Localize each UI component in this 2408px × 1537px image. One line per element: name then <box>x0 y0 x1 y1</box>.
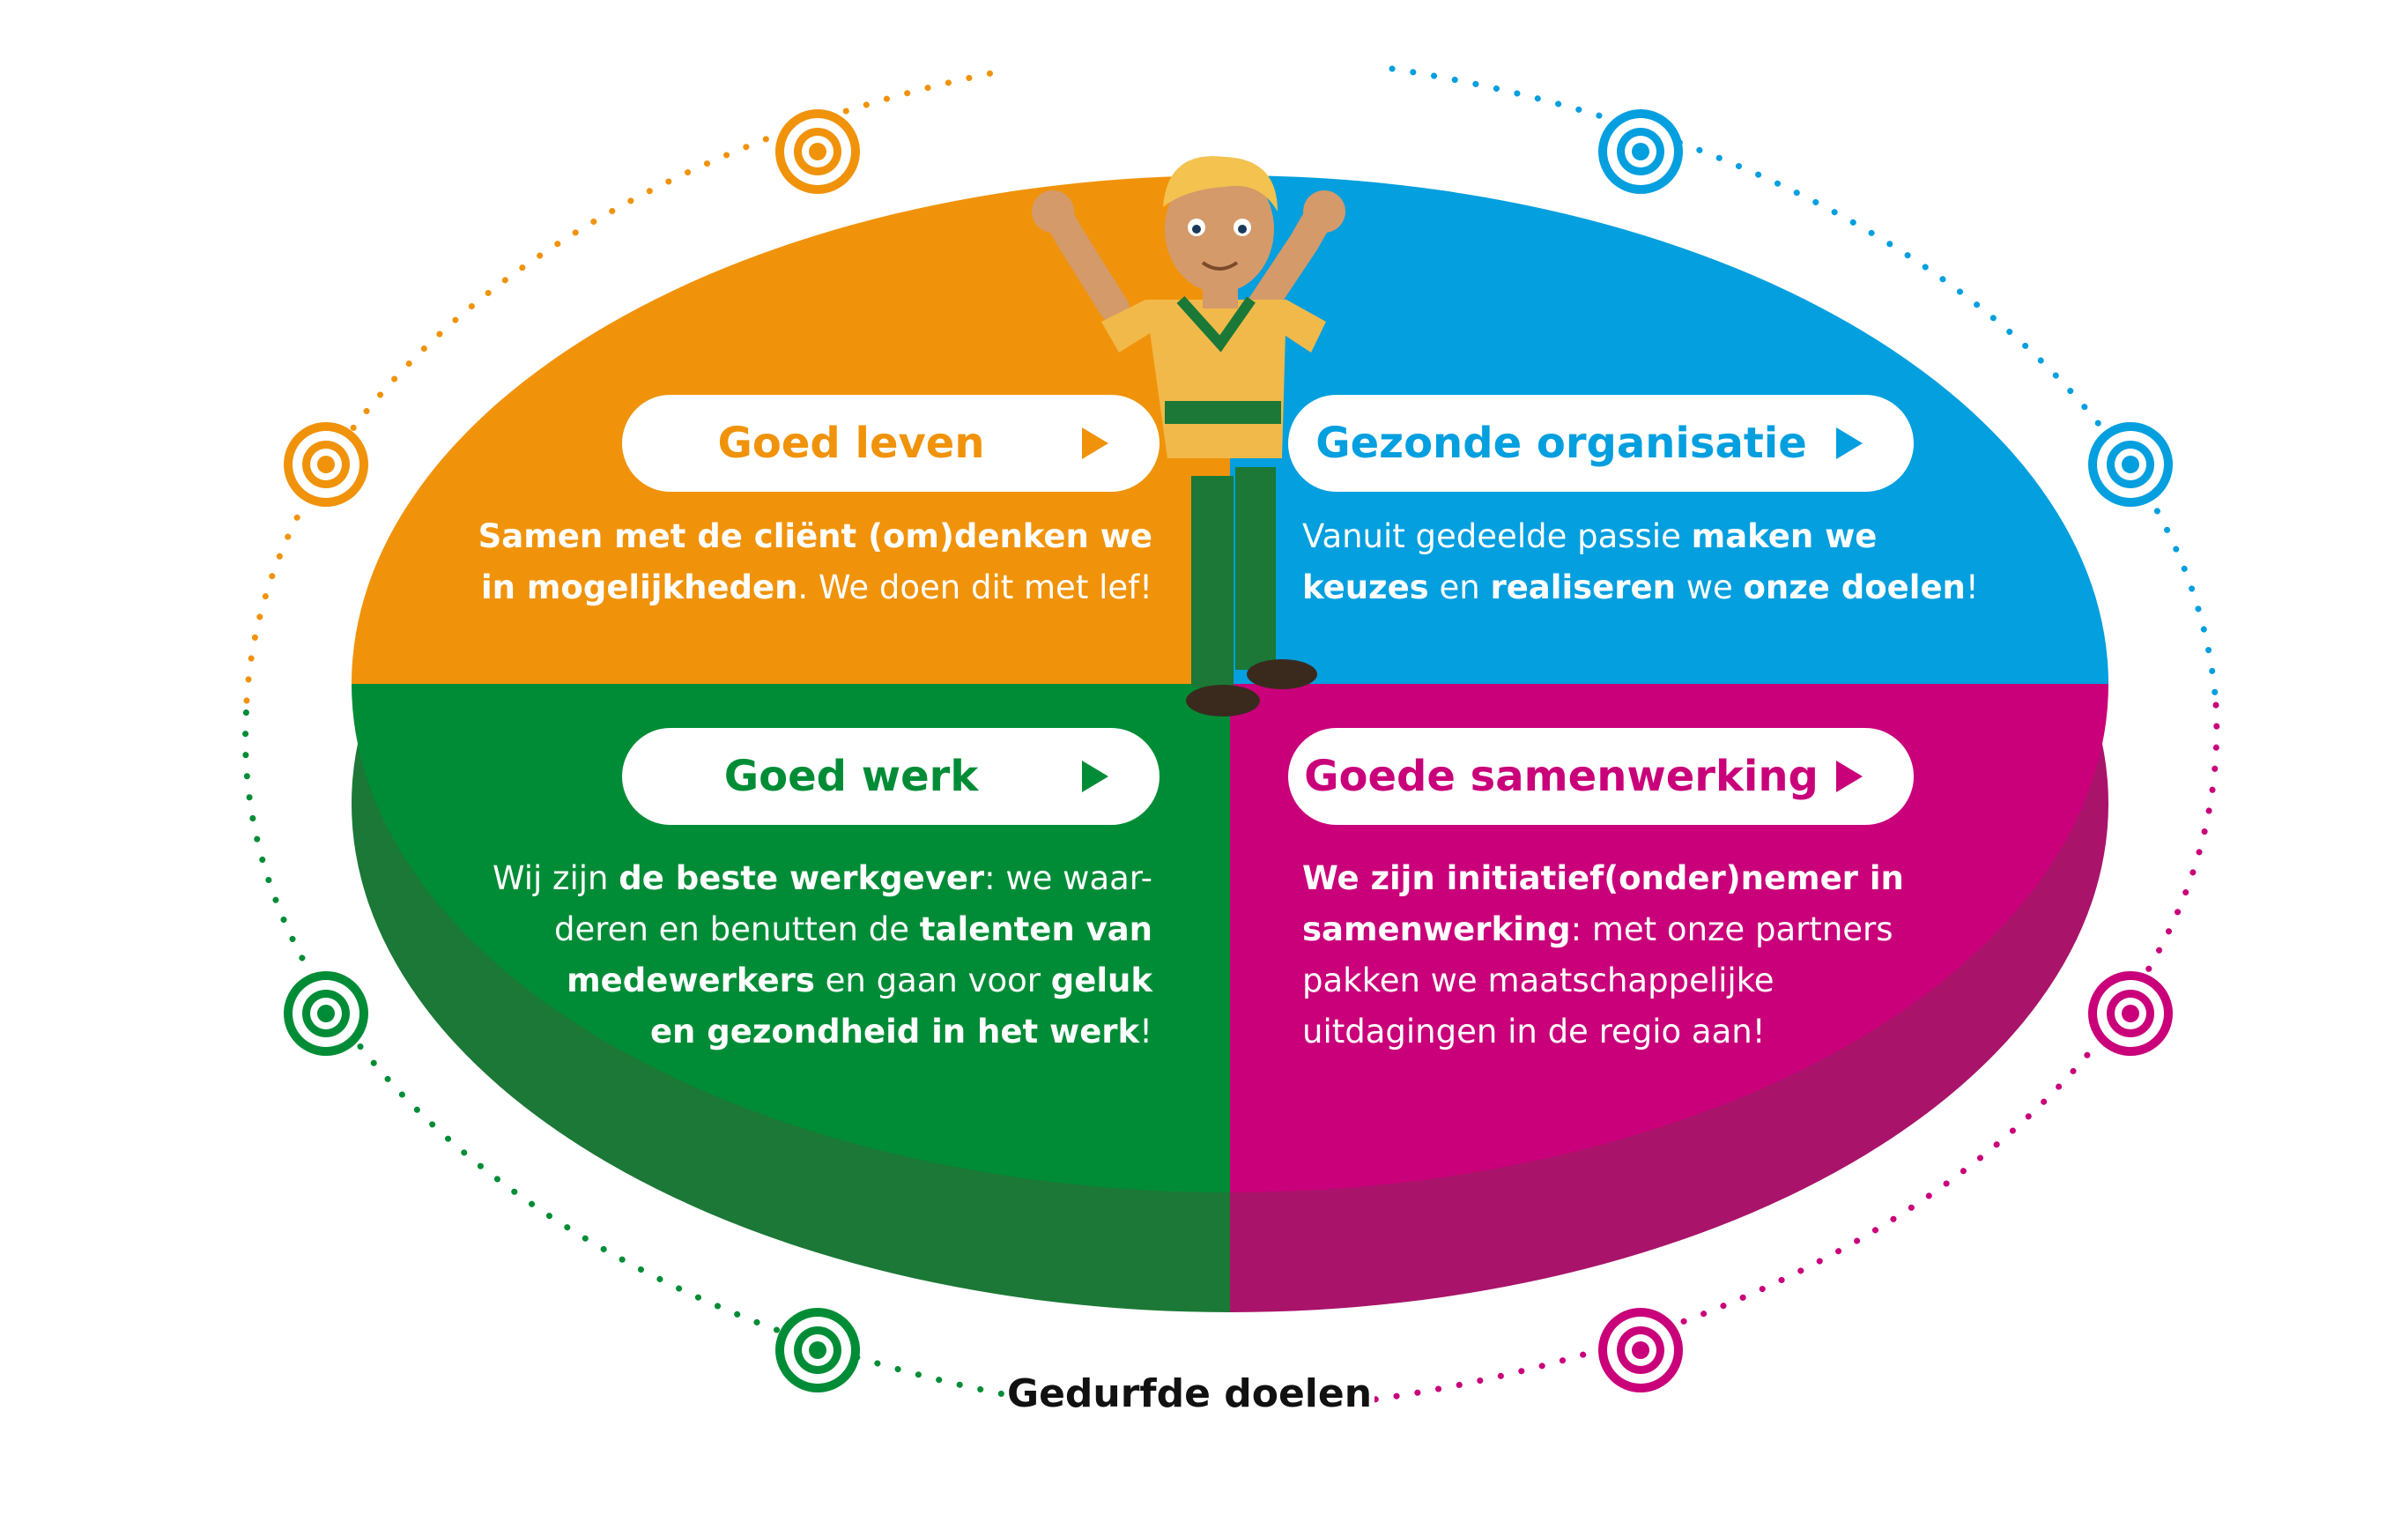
bold-text: in mogelijkheden <box>480 568 798 606</box>
target-icon-blue-top <box>1598 109 1683 194</box>
goede-samenwerking-description: We zijn initiatief(onder)nemer in samenwe… <box>1302 853 1904 1058</box>
description-line: Wij zijn de beste werkgever: we waar- <box>493 853 1152 904</box>
bold-text: keuzes <box>1302 568 1429 606</box>
bold-text: Samen met de cliënt (om)denken we <box>478 517 1152 555</box>
goede-samenwerking-title: Goede samenwerking <box>1304 752 1819 801</box>
description-line: pakken we maatschappelijke <box>1302 955 1904 1006</box>
goed-leven-button[interactable]: Goed leven <box>622 395 1160 492</box>
bold-text: de beste werkgever <box>619 859 985 897</box>
gezonde-organisatie-title: Gezonde organisatie <box>1315 419 1807 468</box>
text: . We doen dit met lef! <box>797 568 1152 606</box>
play-arrow-icon <box>1082 761 1108 792</box>
description-line: en gezondheid in het werk! <box>493 1006 1152 1058</box>
text: en <box>1428 568 1491 606</box>
bold-text: geluk <box>1050 962 1152 999</box>
text: en gaan voor <box>814 962 1051 999</box>
orbit-segment-magenta <box>1371 702 2220 1403</box>
target-icon-orange-top <box>775 109 860 194</box>
text: Vanuit gedeelde passie <box>1302 517 1692 555</box>
play-arrow-icon <box>1836 427 1863 459</box>
text: we <box>1675 568 1744 606</box>
bold-text: onze doelen <box>1743 568 1966 606</box>
target-icon-magenta-bottom <box>1598 1308 1683 1392</box>
description-line: Vanuit gedeelde passie maken we <box>1302 511 1979 562</box>
bold-text: medewerkers <box>567 962 815 999</box>
target-icon-green-left <box>284 971 368 1056</box>
text: pakken we maatschappelijke <box>1302 962 1775 999</box>
description-line: medewerkers en gaan voor geluk <box>493 955 1152 1006</box>
description-line: We zijn initiatief(onder)nemer in <box>1302 853 1904 904</box>
character-illustration <box>1032 156 1345 717</box>
bold-text: talenten van <box>919 910 1152 948</box>
target-icon-green-bottom <box>775 1308 860 1392</box>
bold-text: We zijn initiatief(onder)nemer in <box>1302 859 1904 897</box>
bold-text: maken we <box>1691 517 1878 555</box>
goed-werk-button[interactable]: Goed werk <box>622 728 1160 825</box>
play-arrow-icon <box>1082 427 1108 459</box>
target-icon-magenta-right <box>2088 971 2173 1056</box>
goed-leven-description: Samen met de cliënt (om)denken we in moge… <box>478 511 1152 613</box>
target-icons <box>284 109 2173 1392</box>
goed-werk-description: Wij zijn de beste werkgever: we waar-der… <box>493 853 1152 1058</box>
gezonde-organisatie-button[interactable]: Gezonde organisatie <box>1288 395 1914 492</box>
text: deren en benutten de <box>554 910 920 948</box>
bold-text: samenwerking <box>1302 910 1571 948</box>
text: ! <box>1139 1013 1152 1051</box>
description-line: samenwerking: met onze partners <box>1302 904 1904 955</box>
footer-label: Gedurfde doelen <box>1004 1371 1374 1416</box>
description-line: Samen met de cliënt (om)denken we <box>478 511 1152 562</box>
description-line: in mogelijkheden. We doen dit met lef! <box>478 562 1152 613</box>
orbit-segment-blue <box>1389 65 2219 709</box>
bold-text: en gezondheid in het werk <box>649 1013 1140 1051</box>
target-icon-blue-right <box>2088 422 2173 507</box>
goede-samenwerking-button[interactable]: Goede samenwerking <box>1288 728 1914 825</box>
text: ! <box>1965 568 1979 606</box>
goed-werk-title: Goed werk <box>723 752 979 801</box>
target-icon-orange-left <box>284 422 368 507</box>
text: : met onze partners <box>1570 910 1893 948</box>
description-line: keuzes en realiseren we onze doelen! <box>1302 562 1979 613</box>
bold-text: realiseren <box>1490 568 1676 606</box>
text: : we waar- <box>984 859 1152 897</box>
description-line: deren en benutten de talenten van <box>493 904 1152 955</box>
description-line: uitdagingen in de regio aan! <box>1302 1006 1904 1058</box>
play-arrow-icon <box>1836 761 1863 792</box>
goed-leven-title: Goed leven <box>717 419 985 468</box>
text: Wij zijn <box>492 859 619 897</box>
text: uitdagingen in de regio aan! <box>1302 1013 1766 1051</box>
